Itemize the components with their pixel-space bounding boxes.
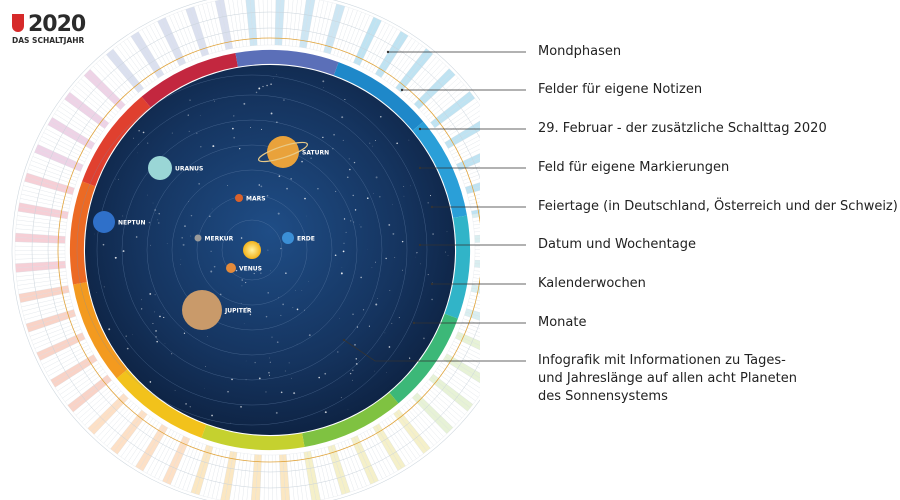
label-monate: Monate [538, 315, 587, 330]
brand-logo [12, 14, 24, 32]
planet-label: JUPITER [224, 308, 252, 315]
planet-erde: ERDE [282, 232, 315, 244]
sun [243, 241, 261, 259]
label-mondphasen: Mondphasen [538, 44, 622, 59]
planet-label: MARS [246, 196, 266, 203]
planet-orbits [76, 74, 428, 426]
planet-uranus: URANUS [148, 156, 203, 180]
planet-neptun: NEPTUN [93, 211, 146, 233]
planet-mars: MARS [235, 194, 266, 203]
space-background [85, 65, 455, 435]
label-markierungen: Feld für eigene Markierungen [538, 160, 730, 175]
label-notizen: Felder für eigene Notizen [538, 82, 703, 97]
label-datum: Datum und Wochentage [538, 237, 696, 252]
planet-label: NEPTUN [118, 220, 146, 227]
planet-label: SATURN [302, 150, 329, 157]
circular-calendar-graphic: SATURN URANUS MARS NEPTUN MERKUR ERDE VENUS JUP… [11, 0, 480, 500]
label-infografik: Infografik mit Informationen zu Tages- u… [538, 353, 797, 404]
poster-subtitle: DAS SCHALTJAHR [12, 36, 85, 45]
poster-year: 2020 [28, 12, 86, 37]
label-schalttag: 29. Februar - der zusätzliche Schalttag … [538, 121, 827, 136]
planets: SATURN URANUS MARS NEPTUN MERKUR ERDE VENUS JUP… [93, 136, 329, 330]
leader-line-infografik [343, 339, 526, 362]
planet-label: ERDE [297, 236, 315, 243]
planet-jupiter: JUPITER [182, 290, 252, 330]
planet-label: VENUS [239, 266, 262, 273]
planet-label: MERKUR [205, 236, 234, 243]
calendar-poster: SATURN URANUS MARS NEPTUN MERKUR ERDE VENUS JUP… [11, 0, 480, 500]
month-ring [66, 46, 474, 454]
label-feiertage: Feiertage (in Deutschland, Österreich un… [538, 199, 898, 214]
planet-label: URANUS [175, 166, 203, 173]
planet-merkur: MERKUR [194, 234, 234, 243]
planet-saturn: SATURN [257, 136, 329, 168]
planet-venus: VENUS [226, 263, 262, 273]
label-kalenderwochen: Kalenderwochen [538, 276, 646, 291]
